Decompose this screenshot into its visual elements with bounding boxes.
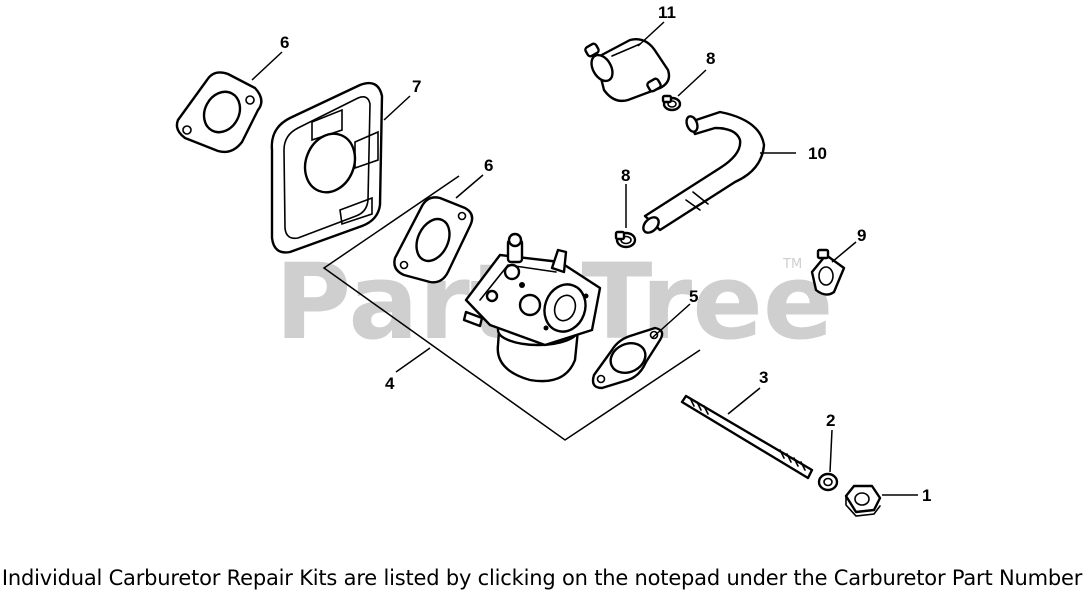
leader-6b bbox=[455, 174, 484, 199]
flange-gasket[interactable] bbox=[591, 326, 664, 390]
callout-5[interactable]: 5 bbox=[689, 287, 698, 306]
leader-7 bbox=[383, 95, 411, 121]
callout-1[interactable]: 1 bbox=[922, 486, 931, 505]
fuel-hose[interactable] bbox=[640, 110, 766, 236]
gasket-middle[interactable] bbox=[393, 196, 474, 284]
parts-diagram: PartsTree TM bbox=[175, 3, 931, 517]
leader-4 bbox=[395, 347, 431, 373]
carburetor-assembly[interactable] bbox=[462, 232, 602, 383]
callout-2[interactable]: 2 bbox=[826, 411, 835, 430]
leader-11 bbox=[637, 21, 665, 47]
leader-6a bbox=[251, 51, 283, 81]
fuel-filter[interactable] bbox=[584, 38, 671, 103]
lock-washer[interactable] bbox=[817, 472, 839, 492]
footer-note: Individual Carburetor Repair Kits are li… bbox=[1, 566, 1083, 590]
gasket-upper[interactable] bbox=[175, 71, 263, 154]
group-bracket bbox=[322, 175, 701, 441]
callout-4[interactable]: 4 bbox=[385, 374, 395, 393]
clip[interactable] bbox=[810, 248, 846, 296]
callout-10[interactable]: 10 bbox=[808, 144, 827, 163]
hose-clamp-lower[interactable] bbox=[614, 230, 637, 249]
callout-6-upper[interactable]: 6 bbox=[280, 33, 289, 52]
leader-5 bbox=[651, 303, 691, 339]
callout-9[interactable]: 9 bbox=[857, 226, 866, 245]
callout-7[interactable]: 7 bbox=[412, 77, 421, 96]
callout-8-lower[interactable]: 8 bbox=[621, 166, 630, 185]
leader-8a bbox=[677, 69, 707, 97]
mounting-stud[interactable] bbox=[680, 394, 814, 480]
leader-9 bbox=[831, 241, 857, 263]
leader-3 bbox=[727, 387, 761, 415]
callout-11[interactable]: 11 bbox=[658, 3, 676, 22]
callout-6-middle[interactable]: 6 bbox=[484, 156, 493, 175]
air-baffle-plate[interactable] bbox=[270, 81, 384, 254]
watermark-trademark: TM bbox=[782, 257, 802, 272]
callout-3[interactable]: 3 bbox=[759, 368, 768, 387]
flange-nut[interactable] bbox=[844, 484, 882, 517]
callout-8-upper[interactable]: 8 bbox=[706, 49, 715, 68]
hose-clamp-upper[interactable] bbox=[661, 94, 682, 112]
leader-2 bbox=[829, 429, 833, 473]
